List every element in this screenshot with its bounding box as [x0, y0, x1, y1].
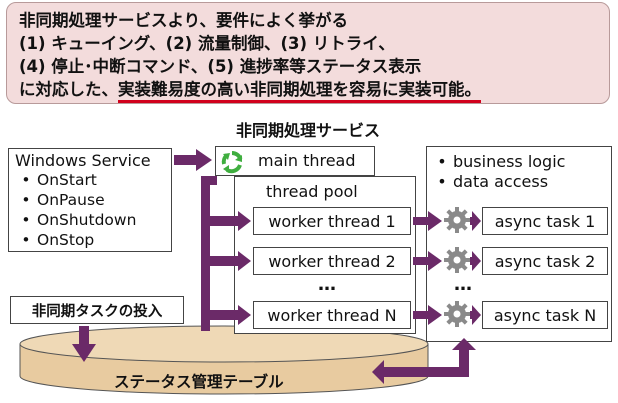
async-task-n: async task N — [482, 301, 608, 329]
arrow-worker1-to-task — [413, 211, 442, 231]
worker-ellipsis: … — [318, 274, 338, 295]
callout-line-2: (1) キューイング、(2) 流量制御、(3) リトライ、 — [19, 34, 395, 53]
recycle-icon — [221, 150, 243, 174]
callout-line-4-prefix: に対応した、 — [19, 80, 118, 99]
worker-thread-2: worker thread 2 — [253, 247, 411, 275]
event-onstart: OnStart — [15, 170, 171, 190]
arrow-to-worker-2 — [210, 251, 251, 271]
task-ellipsis: … — [454, 274, 474, 295]
business-logic-item: business logic — [431, 152, 581, 172]
worker-thread-2-label: worker thread 2 — [268, 251, 396, 271]
async-task-2: async task 2 — [482, 247, 608, 275]
event-onshutdown: OnShutdown — [15, 210, 171, 230]
callout-highlight: 実装難易度の高い非同期処理を容易に実装可能。 — [118, 80, 481, 103]
callout-line-3: (4) 停止･中断コマンド、(5) 進捗率等ステータス表示 — [19, 57, 422, 76]
arrow-workern-to-task — [413, 305, 442, 325]
status-table-label: ステータス管理テーブル — [114, 373, 284, 391]
status-table-cylinder — [19, 325, 429, 395]
windows-service-box: Windows Service OnStart OnPause OnShutdo… — [8, 148, 172, 252]
summary-callout: 非同期処理サービスより、要件によく挙がる (1) キューイング、(2) 流量制御… — [6, 2, 610, 104]
gear-icon — [444, 247, 470, 273]
gear-icon — [444, 301, 470, 327]
worker-thread-n-label: worker thread N — [267, 305, 397, 325]
main-thread-label: main thread — [258, 151, 356, 170]
diagram-title: 非同期処理サービス — [236, 121, 381, 140]
async-task-1: async task 1 — [482, 207, 608, 235]
windows-service-events: OnStart OnPause OnShutdown OnStop — [15, 170, 171, 250]
arrow-to-worker-n — [201, 305, 251, 325]
task-queue-label: 非同期タスクの投入 — [31, 303, 163, 320]
worker-thread-n: worker thread N — [253, 301, 411, 329]
data-access-item: data access — [431, 172, 581, 192]
arrow-gearn-to-task — [470, 305, 481, 325]
main-thread-box: main thread — [215, 146, 375, 176]
task-queue-box: 非同期タスクの投入 — [10, 296, 184, 324]
gear-icon — [444, 207, 470, 233]
event-onpause: OnPause — [15, 190, 171, 210]
worker-thread-1-label: worker thread 1 — [268, 211, 396, 231]
arrow-main-down — [201, 176, 210, 331]
arrow-to-worker-1 — [210, 211, 251, 231]
business-items: business logic data access — [431, 152, 581, 192]
arrow-table-business — [372, 338, 476, 384]
worker-thread-1: worker thread 1 — [253, 207, 411, 235]
arrow-gear2-to-task — [470, 251, 481, 271]
async-task-n-label: async task N — [493, 305, 597, 325]
async-task-1-label: async task 1 — [494, 211, 596, 231]
async-task-2-label: async task 2 — [494, 251, 596, 271]
arrow-gear1-to-task — [470, 211, 481, 231]
thread-pool-label: thread pool — [266, 182, 358, 201]
arrow-service-to-main — [174, 149, 212, 171]
callout-line-1: 非同期処理サービスより、要件によく挙がる — [19, 11, 349, 30]
windows-service-title: Windows Service — [15, 151, 151, 170]
arrow-worker2-to-task — [413, 251, 442, 271]
event-onstop: OnStop — [15, 230, 171, 250]
arrow-queue-to-table — [72, 326, 96, 362]
callout-line-4: に対応した、実装難易度の高い非同期処理を容易に実装可能。 — [19, 78, 597, 103]
